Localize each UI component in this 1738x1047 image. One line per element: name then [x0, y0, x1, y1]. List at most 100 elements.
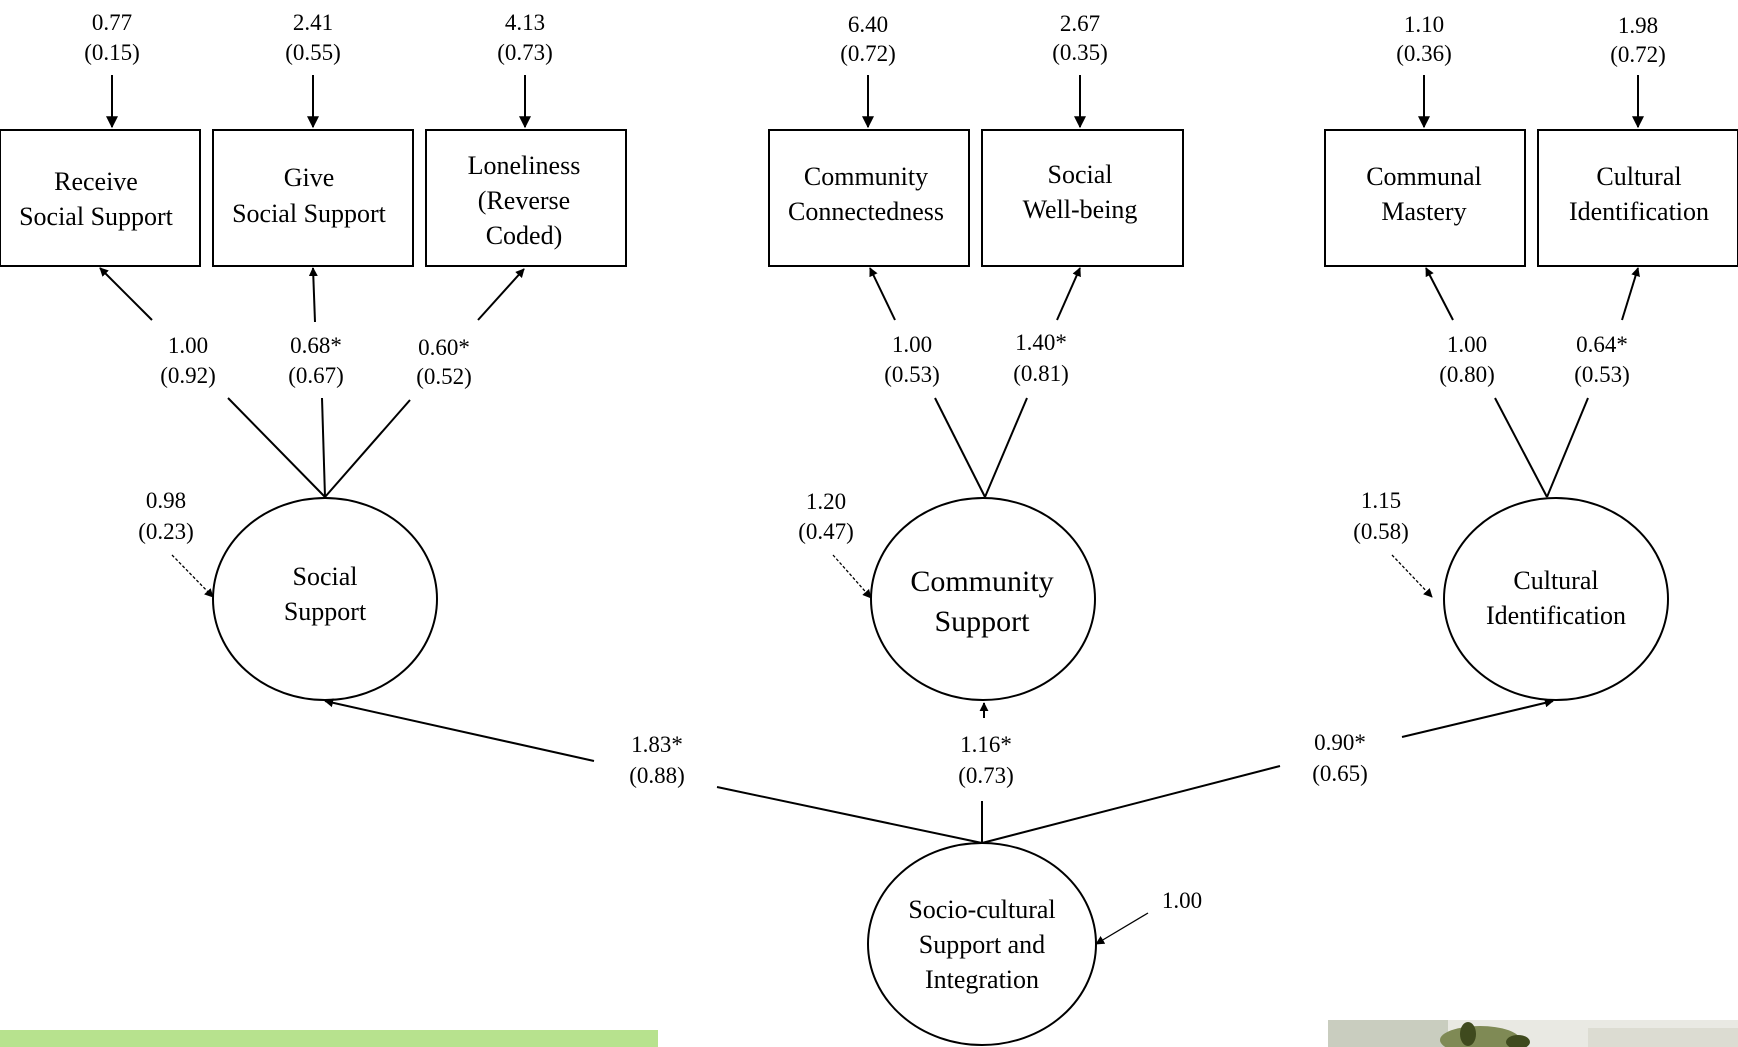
error-variance-connectedness: 6.40	[848, 12, 888, 37]
error-se-receive: (0.15)	[84, 40, 140, 65]
error-variance-wellbeing: 2.67	[1060, 11, 1100, 36]
indicator-label-receive-line1: Receive	[54, 167, 138, 196]
indicator-community-connectedness: 6.40 (0.72) Community Connectedness 1.00…	[768, 12, 986, 498]
indicator-box-cultid	[1537, 129, 1738, 267]
indicator-loneliness: 4.13 (0.73) Loneliness (Reverse Coded) 0…	[324, 10, 627, 498]
indicator-label-give-line2: Social Support	[232, 199, 387, 228]
indicator-label-loneliness-line1: Loneliness	[468, 151, 581, 180]
loading-arrow-connectedness	[869, 267, 896, 321]
latent-label-social-support-line1: Social	[293, 562, 358, 591]
latent-label-community-support-line2: Support	[934, 605, 1030, 638]
variance-socio-cultural: 1.00	[1162, 888, 1202, 913]
green-banner-strip	[0, 1030, 658, 1047]
latent-label-socio-cultural-line1: Socio-cultural	[908, 895, 1055, 924]
loading-arrow-cultid	[1621, 267, 1640, 321]
disturbance-se-cultural-identification: (0.58)	[1353, 519, 1409, 544]
indicator-box-loneliness	[425, 129, 627, 267]
loading-mastery: 1.00	[1447, 332, 1487, 357]
loading-arrow-loneliness	[477, 268, 525, 321]
disturbance-social-support: 0.98	[146, 488, 186, 513]
error-variance-receive: 0.77	[92, 10, 132, 35]
path-se-cultural-identification: (0.65)	[1312, 761, 1368, 786]
disturbance-community-support: 1.20	[806, 489, 846, 514]
loading-line-mastery	[1494, 397, 1548, 498]
error-variance-mastery: 1.10	[1404, 12, 1444, 37]
path-se-community-support: (0.73)	[958, 763, 1014, 788]
path-coef-social-support: 1.83*	[631, 732, 683, 757]
structural-paths: 1.83* (0.88) 1.16* (0.73) 0.90* (0.65)	[324, 698, 1554, 844]
indicator-box-give	[212, 129, 414, 267]
indicator-label-mastery-line2: Mastery	[1381, 197, 1466, 226]
path-arrow-social-support	[324, 698, 595, 762]
indicator-give-social-support: 2.41 (0.55) Give Social Support 0.68* (0…	[212, 10, 414, 498]
error-se-loneliness: (0.73)	[497, 40, 553, 65]
loading-line-connectedness	[934, 397, 986, 498]
error-variance-give: 2.41	[293, 10, 333, 35]
indicator-cultural-identification: 1.98 (0.72) Cultural Identification 0.64…	[1537, 13, 1738, 498]
path-coef-community-support: 1.16*	[960, 732, 1012, 757]
photo-thumbnail	[1328, 1020, 1738, 1047]
loading-se-loneliness: (0.52)	[416, 364, 472, 389]
indicator-receive-social-support: 0.77 (0.15) Receive Social Support 1.00 …	[0, 10, 326, 498]
loading-se-mastery: (0.80)	[1439, 362, 1495, 387]
loading-line-loneliness	[324, 399, 411, 498]
latent-label-social-support-line2: Support	[284, 597, 367, 626]
error-se-wellbeing: (0.35)	[1052, 40, 1108, 65]
indicator-box-wellbeing	[981, 129, 1184, 267]
path-line-social-support	[716, 786, 983, 844]
indicator-box-mastery	[1324, 129, 1526, 267]
loading-se-connectedness: (0.53)	[884, 362, 940, 387]
loading-connectedness: 1.00	[892, 332, 932, 357]
latent-cultural-identification: Cultural Identification 1.15 (0.58)	[1353, 488, 1669, 701]
disturbance-arrow-community-support	[832, 554, 872, 599]
disturbance-arrow-social-support	[171, 554, 214, 598]
indicator-label-cultid-line1: Cultural	[1596, 162, 1681, 191]
indicator-label-receive-line2: Social Support	[19, 202, 174, 231]
loading-line-wellbeing	[984, 397, 1028, 498]
disturbance-se-social-support: (0.23)	[138, 519, 194, 544]
loading-se-give: (0.67)	[288, 363, 344, 388]
latent-socio-cultural-support-integration: Socio-cultural Support and Integration 1…	[867, 842, 1202, 1046]
indicator-social-well-being: 2.67 (0.35) Social Well-being 1.40* (0.8…	[981, 11, 1184, 498]
loading-arrow-give	[308, 267, 318, 323]
indicator-label-wellbeing-line2: Well-being	[1023, 195, 1138, 224]
latent-ellipse-community-support	[870, 497, 1096, 701]
latent-label-cultural-identification-line1: Cultural	[1513, 566, 1598, 595]
loading-give: 0.68*	[290, 333, 342, 358]
loading-arrow-receive	[99, 267, 153, 321]
error-variance-cultid: 1.98	[1618, 13, 1658, 38]
disturbance-cultural-identification: 1.15	[1361, 488, 1401, 513]
latent-label-socio-cultural-line3: Integration	[925, 965, 1039, 994]
indicator-label-loneliness-line2: (Reverse	[478, 186, 570, 215]
indicator-communal-mastery: 1.10 (0.36) Communal Mastery 1.00 (0.80)	[1324, 12, 1548, 498]
variance-arrow-socio-cultural	[1095, 912, 1149, 945]
latent-label-cultural-identification-line2: Identification	[1486, 601, 1626, 630]
indicator-label-mastery-line1: Communal	[1366, 162, 1482, 191]
loading-se-wellbeing: (0.81)	[1013, 361, 1069, 386]
latent-ellipse-cultural-identification	[1443, 497, 1669, 701]
error-se-give: (0.55)	[285, 40, 341, 65]
indicator-label-give-line1: Give	[284, 163, 335, 192]
path-line-cultural-identification	[981, 765, 1281, 844]
loading-line-give	[321, 397, 326, 498]
loading-cultid: 0.64*	[1576, 332, 1628, 357]
latent-community-support: Community Support 1.20 (0.47)	[798, 489, 1096, 701]
error-variance-loneliness: 4.13	[505, 10, 545, 35]
loading-receive: 1.00	[168, 333, 208, 358]
latent-social-support: Social Support 0.98 (0.23)	[138, 488, 438, 701]
error-se-cultid: (0.72)	[1610, 42, 1666, 67]
loading-loneliness: 0.60*	[418, 335, 470, 360]
latent-label-socio-cultural-line2: Support and	[919, 930, 1045, 959]
loading-arrow-wellbeing	[1056, 267, 1081, 321]
indicator-label-cultid-line2: Identification	[1569, 197, 1709, 226]
error-se-mastery: (0.36)	[1396, 41, 1452, 66]
indicator-label-wellbeing-line1: Social	[1048, 160, 1113, 189]
latent-label-community-support-line1: Community	[910, 565, 1053, 598]
loading-line-receive	[227, 397, 326, 498]
indicator-label-connectedness-line2: Connectedness	[788, 197, 944, 226]
loading-wellbeing: 1.40*	[1015, 330, 1067, 355]
path-se-social-support: (0.88)	[629, 763, 685, 788]
error-se-connectedness: (0.72)	[840, 41, 896, 66]
loading-line-cultid	[1546, 397, 1589, 498]
disturbance-se-community-support: (0.47)	[798, 519, 854, 544]
